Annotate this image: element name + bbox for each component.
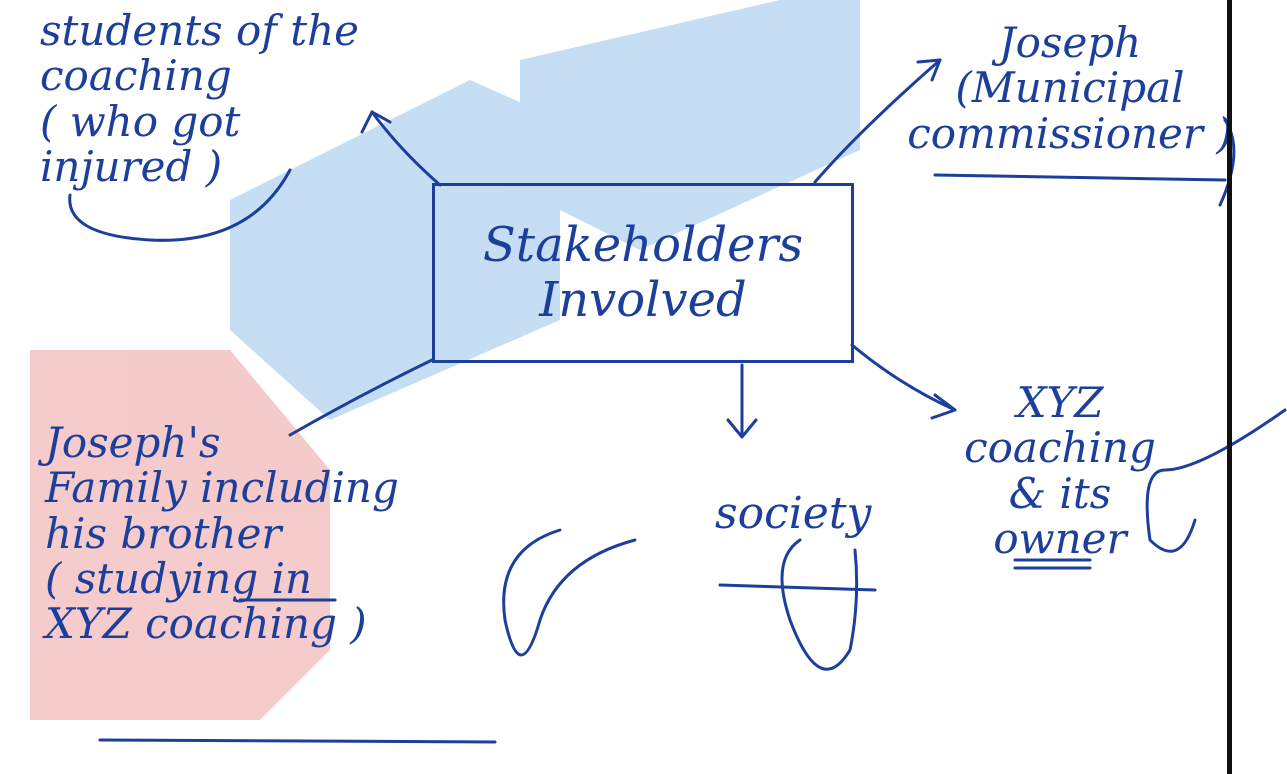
node-family: Joseph's Family including his brother ( … xyxy=(45,418,399,649)
hub-box: Stakeholders Involved xyxy=(432,183,854,363)
loop-coaching xyxy=(1145,408,1287,553)
arrow-to-students xyxy=(370,110,442,187)
underline-joseph xyxy=(933,173,1227,182)
arrowhead-joseph xyxy=(916,58,942,82)
arrowhead-students xyxy=(360,110,392,134)
node-joseph: Joseph (Municipal commissioner ) xyxy=(907,18,1233,158)
page-edge xyxy=(1227,0,1232,774)
underline-owner xyxy=(1013,558,1092,570)
underline-family xyxy=(98,738,497,744)
underline-students-bracket xyxy=(68,168,292,242)
arrow-to-joseph xyxy=(813,58,942,184)
line-to-family xyxy=(288,358,434,437)
arrowhead-coaching xyxy=(930,393,957,420)
loop-society xyxy=(780,538,859,671)
node-coaching: XYZ coaching & its owner xyxy=(964,378,1156,564)
arrow-to-coaching xyxy=(850,343,957,412)
hub-label: Stakeholders Involved xyxy=(482,216,804,328)
node-students: students of the coaching ( who got injur… xyxy=(40,6,360,192)
node-society: society xyxy=(715,488,872,539)
loop-family xyxy=(502,528,637,657)
arrowhead-society xyxy=(726,418,758,439)
underline-society xyxy=(718,583,877,592)
